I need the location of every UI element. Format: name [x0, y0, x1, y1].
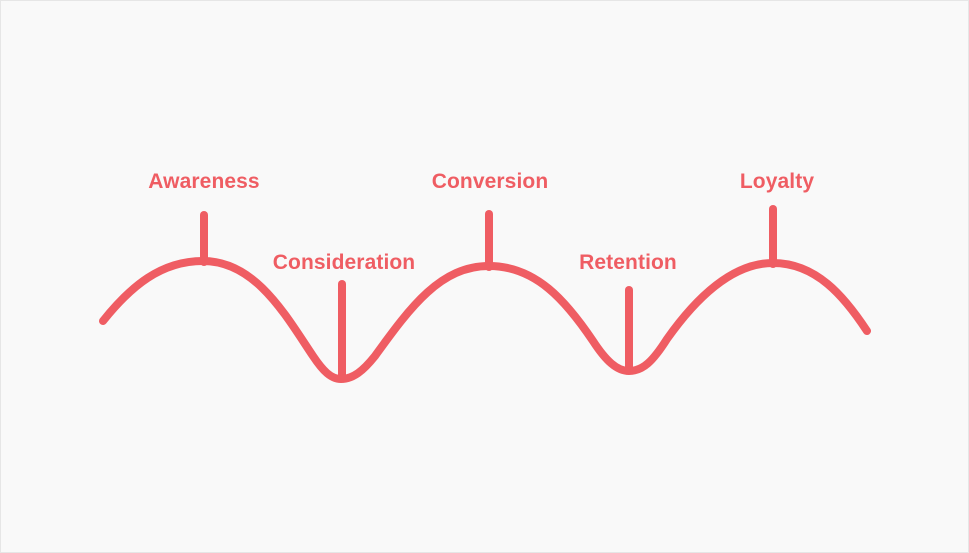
journey-wave-curve	[99, 257, 871, 383]
stage-label-loyalty: Loyalty	[739, 170, 815, 193]
stage-label-conversion: Conversion	[431, 170, 549, 193]
stage-label-awareness: Awareness	[148, 170, 260, 193]
stage-label-retention: Retention	[579, 251, 677, 274]
stage-label-consideration: Consideration	[272, 251, 416, 274]
